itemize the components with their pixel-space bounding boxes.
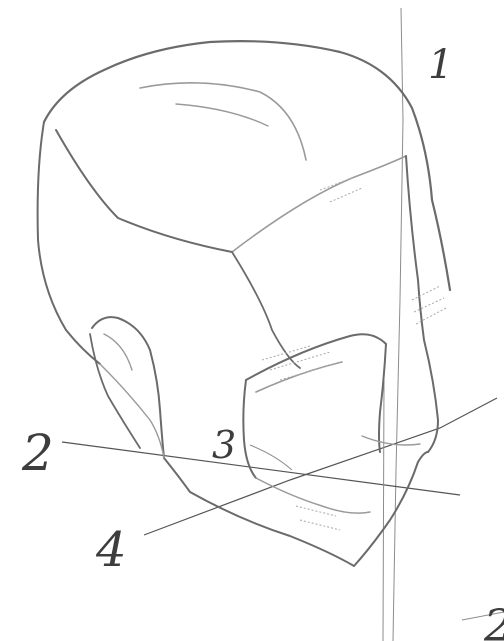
- vertical-axis-1: [393, 8, 403, 641]
- cranium-back-edge: [38, 122, 100, 364]
- muzzle-left-edge: [243, 380, 256, 478]
- inner-vertical-guide: [383, 380, 384, 641]
- temple-plane-edge: [232, 252, 300, 368]
- ear-lobe: [90, 334, 140, 448]
- mouth-corner: [256, 478, 370, 513]
- axis-labels: 1 2 3 4 2: [21, 42, 504, 641]
- cranium-inner-curve: [176, 104, 268, 126]
- cranium: [38, 41, 450, 368]
- cheek-hatching: [262, 346, 340, 380]
- guide-lines: [62, 8, 504, 641]
- diagonal-axis-4: [144, 398, 497, 535]
- nose-plane: [379, 344, 386, 452]
- eye-socket-hatching: [412, 286, 446, 324]
- label-axis-4: 4: [95, 522, 127, 578]
- jaw-line: [164, 458, 354, 566]
- shading: [262, 178, 446, 530]
- cranium-top-curve: [140, 83, 306, 160]
- cheek-plane: [246, 334, 386, 380]
- brow-plane-edge: [232, 156, 406, 252]
- label-partial-edge: 2: [483, 601, 504, 641]
- ear-inner: [104, 334, 132, 370]
- ear: [90, 317, 164, 458]
- ear-outline: [92, 317, 164, 458]
- face-planes: [100, 156, 438, 566]
- side-plane-top-edge: [56, 130, 232, 252]
- chin-front: [354, 452, 428, 566]
- axis-3-pointer: [250, 445, 292, 470]
- label-axis-3: 3: [212, 423, 236, 467]
- cranium-outline: [44, 41, 450, 290]
- label-axis-2: 2: [21, 424, 54, 482]
- label-axis-1: 1: [428, 42, 453, 88]
- neck-back-line: [100, 364, 164, 458]
